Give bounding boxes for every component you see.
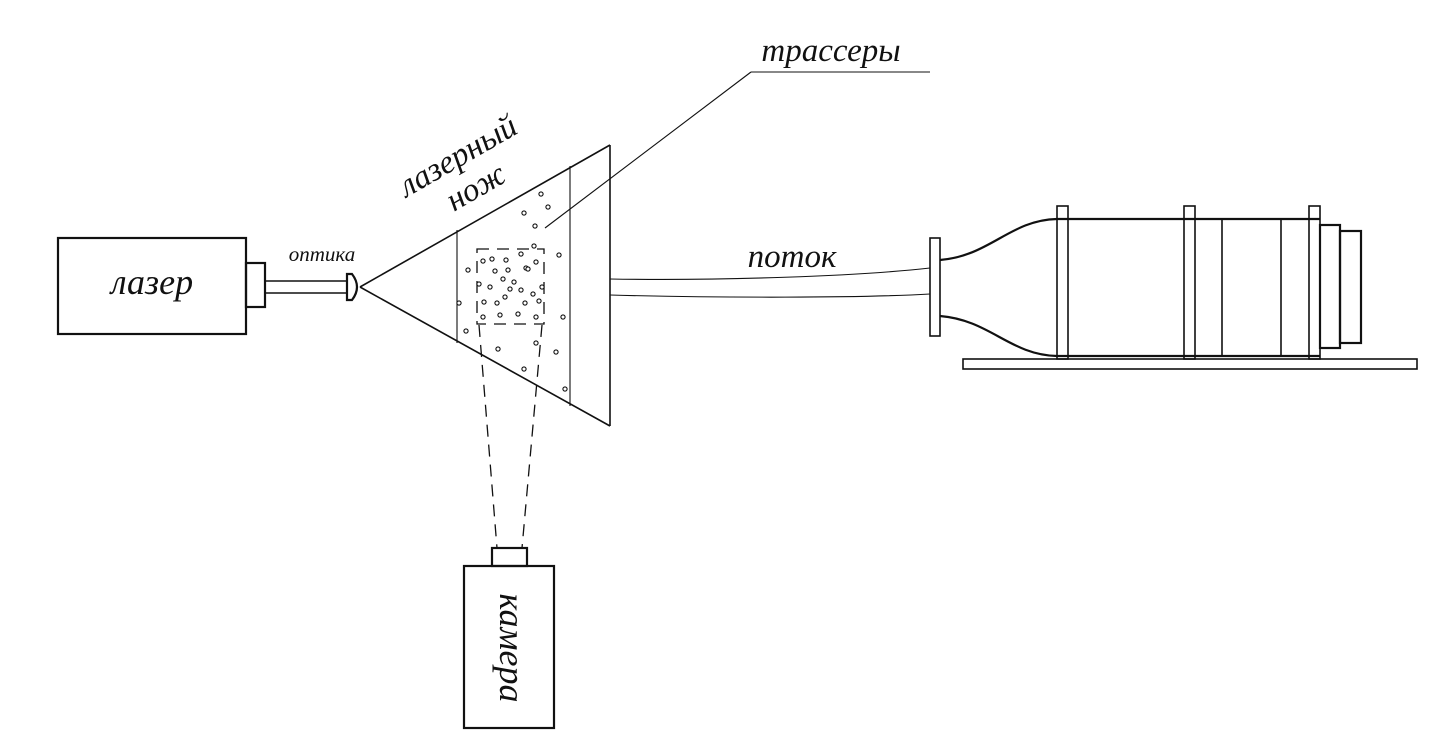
tracer-particle: [521, 210, 527, 216]
nozzle-flange: [929, 237, 941, 337]
nozzle-contour-top: [939, 217, 1058, 262]
tracer-particle: [463, 328, 469, 334]
tracer-particle: [511, 279, 517, 285]
inlet-collar: [1318, 223, 1342, 350]
tracer-particle: [533, 340, 539, 346]
tracer-particle: [556, 252, 562, 258]
tracer-particle: [553, 349, 559, 355]
tracer-particle: [481, 299, 487, 305]
camera-unit: [462, 546, 556, 730]
tracer-particle: [465, 267, 471, 273]
tracer-particle: [497, 312, 503, 318]
tracer-particle: [456, 300, 462, 306]
tracer-particle: [480, 258, 486, 264]
camera-body: [462, 564, 556, 730]
tracer-particle: [502, 294, 508, 300]
laser-label: лазер: [109, 262, 193, 302]
knife-label-group: лазерный нож: [391, 108, 524, 219]
tracers-leader: [544, 71, 930, 229]
tracers-label: трассеры: [761, 33, 900, 69]
camera-view-right: [521, 324, 543, 549]
flow-label: поток: [748, 239, 837, 275]
tracer-particle: [530, 291, 536, 297]
flow-stream: [609, 267, 931, 298]
tracer-particle: [492, 268, 498, 274]
tracer-particle: [560, 314, 566, 320]
optics-lens: [345, 272, 359, 302]
tracer-particle: [532, 223, 538, 229]
tracer-particle: [522, 300, 528, 306]
tracer-particle: [533, 259, 539, 265]
tracer-particle: [494, 300, 500, 306]
jet-facility: [929, 205, 1418, 370]
tracer-particle: [521, 366, 527, 372]
camera-lens: [490, 546, 529, 568]
laser-unit: [56, 236, 359, 336]
flow-line-top: [609, 267, 931, 280]
flow-line-bottom: [609, 293, 931, 298]
knife-edge-bottom: [359, 286, 611, 427]
camera-view-cone: [478, 324, 543, 549]
tracer-particle: [503, 257, 509, 263]
knife-edge-top: [359, 144, 611, 288]
tracer-particle: [518, 287, 524, 293]
tracer-particle: [531, 243, 537, 249]
tracer-particle: [489, 256, 495, 262]
tracer-particle: [487, 284, 493, 290]
camera-label: камера: [492, 594, 532, 703]
frame-post-1: [1056, 205, 1069, 360]
frame-post-2: [1183, 205, 1196, 360]
tracer-particle: [515, 311, 521, 317]
tracer-particle: [525, 266, 531, 272]
tracer-particle: [495, 346, 501, 352]
tracer-particle: [480, 314, 486, 320]
optics-label: оптика: [289, 242, 355, 266]
tracer-particle: [507, 286, 513, 292]
tracers-leader-line: [544, 71, 752, 229]
tracer-particle: [536, 298, 542, 304]
tracer-particle: [476, 281, 482, 287]
nozzle-contour-bottom: [939, 314, 1058, 358]
tracer-particle: [533, 314, 539, 320]
tracer-particle: [500, 276, 506, 282]
tracer-particle: [518, 251, 524, 257]
frame-post-3: [1308, 205, 1321, 360]
tracer-particle: [505, 267, 511, 273]
tracer-particle: [539, 284, 545, 290]
base-plate: [962, 358, 1418, 370]
tracer-particle: [545, 204, 551, 210]
tracer-particle: [562, 386, 568, 392]
inlet-cap: [1338, 229, 1363, 345]
tracer-particle: [538, 191, 544, 197]
tracer-particles: [456, 191, 568, 392]
camera-view-left: [478, 324, 498, 549]
laser-output-port: [244, 261, 267, 309]
